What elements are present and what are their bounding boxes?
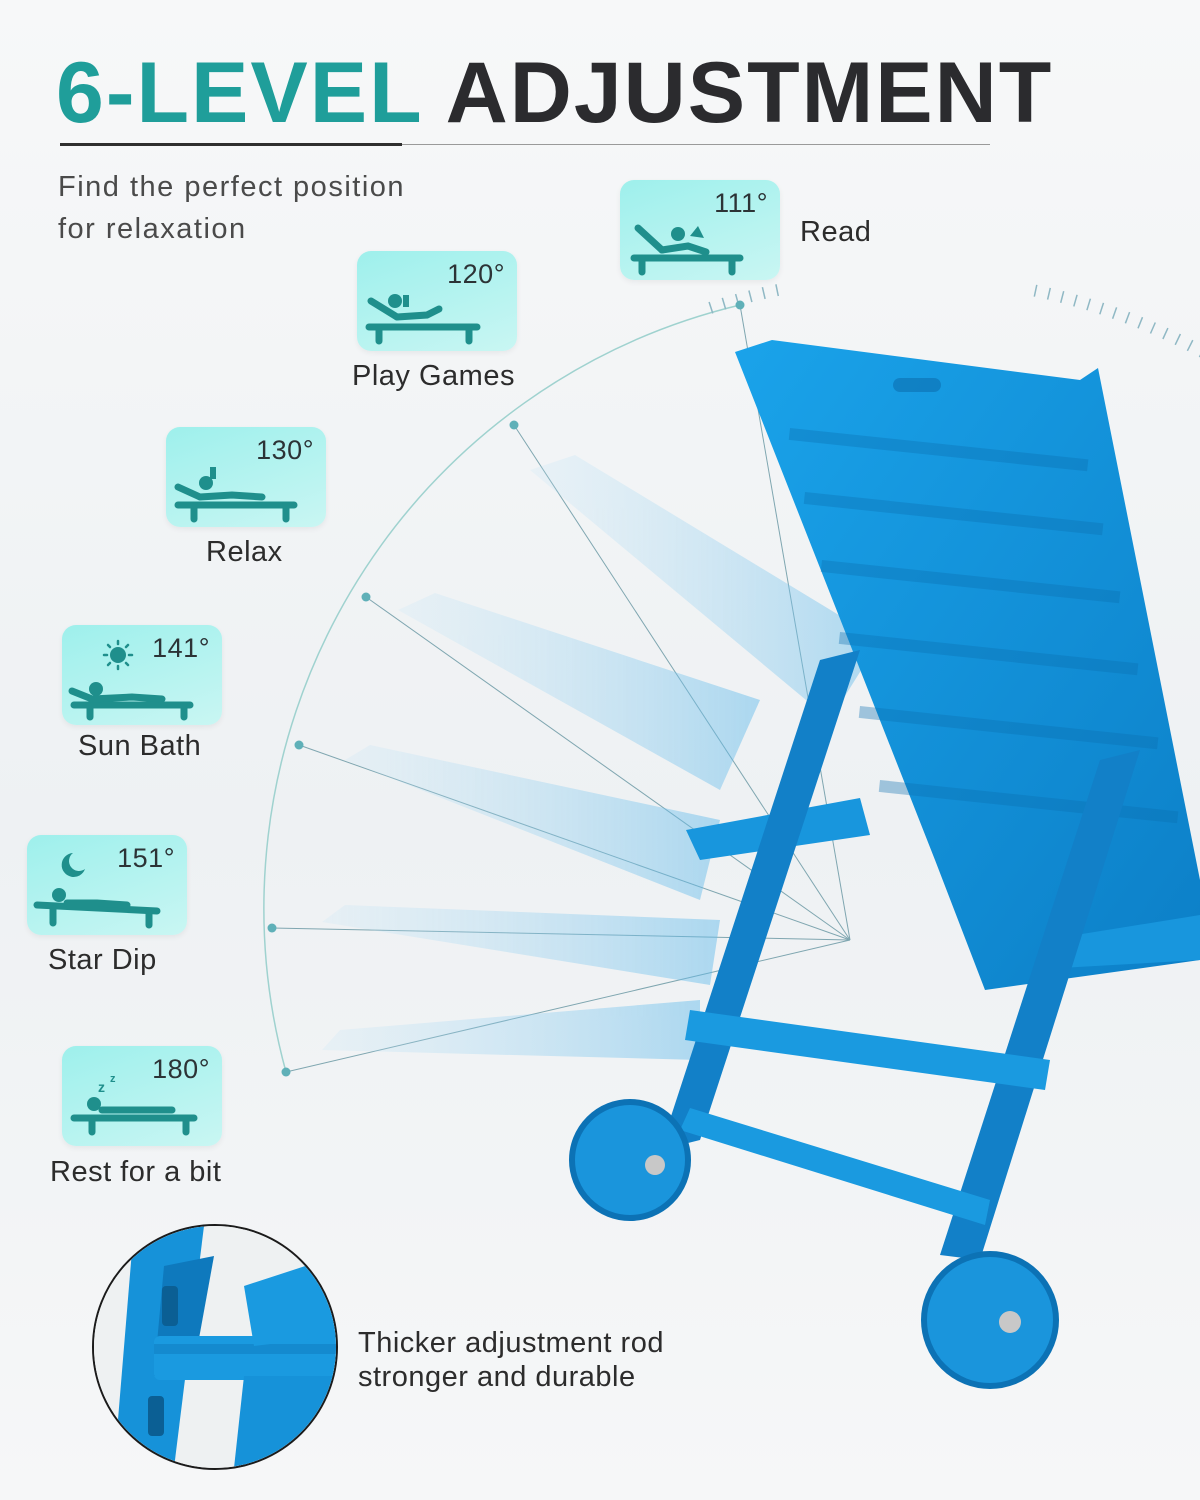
position-card-star-dip[interactable]: 151°	[27, 835, 187, 935]
arc-tick	[775, 284, 780, 297]
angle-value: 130°	[256, 435, 314, 465]
angle-value: 141°	[152, 633, 210, 663]
arc-tick	[1099, 302, 1105, 315]
angle-marker	[294, 740, 304, 750]
arc-tick	[1111, 307, 1118, 319]
lounge-recliner-icon	[174, 467, 298, 523]
position-card-play-games[interactable]: 120°	[357, 251, 517, 351]
angle-value: 151°	[117, 843, 175, 873]
arc-tick	[1046, 287, 1052, 300]
arc-tick	[1086, 298, 1092, 311]
arc-tick	[748, 290, 753, 303]
sleep-recliner-icon: z z	[70, 1073, 198, 1136]
arc-tick	[1186, 339, 1194, 352]
position-card-sun-bath[interactable]: 141°	[62, 625, 222, 725]
rod-caption-line-1: Thicker adjustment rod	[358, 1327, 664, 1359]
headline-underline-thick	[60, 143, 402, 146]
position-label-play-games: Play Games	[352, 360, 515, 392]
arc-tick	[1073, 294, 1078, 307]
arc-tick	[1059, 291, 1065, 303]
angle-value: 180°	[152, 1054, 210, 1084]
arc-tick	[1162, 327, 1169, 340]
sunbath-recliner-icon	[68, 639, 194, 721]
rod-caption: Thicker adjustment rod stronger and dura…	[358, 1326, 664, 1394]
angle-marker	[361, 592, 371, 602]
angle-marker	[267, 923, 277, 933]
moon-icon	[61, 853, 85, 877]
reading-recliner-icon	[630, 224, 744, 276]
angle-marker	[281, 1067, 291, 1077]
position-card-read[interactable]: 111°	[620, 180, 780, 280]
headline-underline-thin	[402, 144, 990, 145]
position-card-rest[interactable]: z z 180°	[62, 1046, 222, 1146]
sun-icon	[102, 639, 134, 671]
angle-value: 120°	[447, 259, 505, 289]
arc-tick	[708, 301, 714, 314]
phone-recliner-icon	[365, 294, 481, 345]
position-label-relax: Relax	[206, 536, 283, 568]
position-label-star-dip: Star Dip	[48, 944, 157, 976]
ghost-backrests	[322, 455, 880, 1060]
subtitle: Find the perfect position for relaxation	[58, 166, 405, 250]
rod-detail-inset	[92, 1224, 338, 1470]
subtitle-line-1: Find the perfect position	[58, 171, 406, 203]
headline-accent: 6-LEVEL	[56, 45, 424, 141]
rod-caption-line-2: stronger and durable	[358, 1361, 636, 1393]
arc-tick	[1149, 322, 1156, 334]
main-chair	[569, 340, 1200, 1389]
angle-marker	[735, 300, 745, 310]
arc-tick	[1124, 311, 1131, 324]
position-card-relax[interactable]: 130°	[166, 427, 326, 527]
angle-value: 111°	[714, 188, 768, 218]
angle-marker	[509, 420, 519, 430]
arc-tick	[1174, 333, 1182, 346]
svg-text:z: z	[110, 1073, 116, 1085]
arc-tick	[1137, 316, 1144, 329]
headline-main: ADJUSTMENT	[445, 45, 1054, 141]
position-label-read: Read	[800, 216, 872, 248]
svg-text:z: z	[98, 1079, 105, 1095]
subtitle-line-2: for relaxation	[58, 213, 247, 245]
arc-tick	[1033, 284, 1038, 297]
rod-closeup-image	[94, 1226, 336, 1468]
sleep-zz-icon: z z	[98, 1073, 116, 1095]
position-label-sun-bath: Sun Bath	[78, 730, 202, 762]
position-label-rest: Rest for a bit	[50, 1156, 222, 1188]
stardip-recliner-icon	[33, 853, 161, 929]
arc-tick	[721, 297, 727, 310]
arc-tick	[761, 287, 766, 300]
